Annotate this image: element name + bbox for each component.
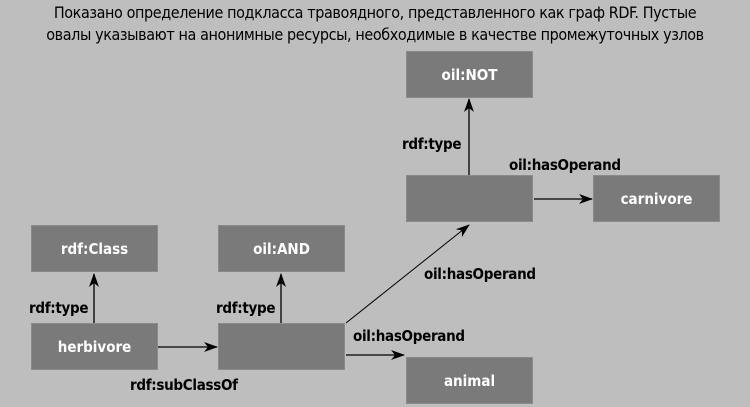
node-carnivore: carnivore — [593, 175, 720, 222]
node-blank-not — [406, 175, 533, 222]
label-and-type: rdf:type — [216, 299, 276, 317]
node-rdf-class: rdf:Class — [31, 225, 158, 272]
node-oil-and: oil:AND — [218, 225, 345, 272]
label-and-operand-animal: oil:hasOperand — [353, 327, 465, 345]
label-subclassof: rdf:subClassOf — [130, 376, 238, 394]
label-not-operand-carnivore: oil:hasOperand — [509, 156, 621, 174]
caption-line-1: Показано определение подкласса травоядно… — [53, 3, 697, 22]
label-and-operand-not: oil:hasOperand — [424, 265, 536, 283]
label-herbivore-type: rdf:type — [29, 299, 89, 317]
figure-caption: Показано определение подкласса травоядно… — [0, 2, 750, 46]
edge-and-operand-not — [345, 224, 470, 324]
node-animal: animal — [406, 357, 533, 404]
caption-line-2: овалы указывают на анонимные ресурсы, не… — [46, 25, 704, 44]
node-herbivore: herbivore — [31, 323, 158, 370]
node-oil-not: oil:NOT — [406, 51, 533, 98]
node-blank-and — [218, 323, 345, 370]
label-not-type: rdf:type — [402, 135, 462, 153]
